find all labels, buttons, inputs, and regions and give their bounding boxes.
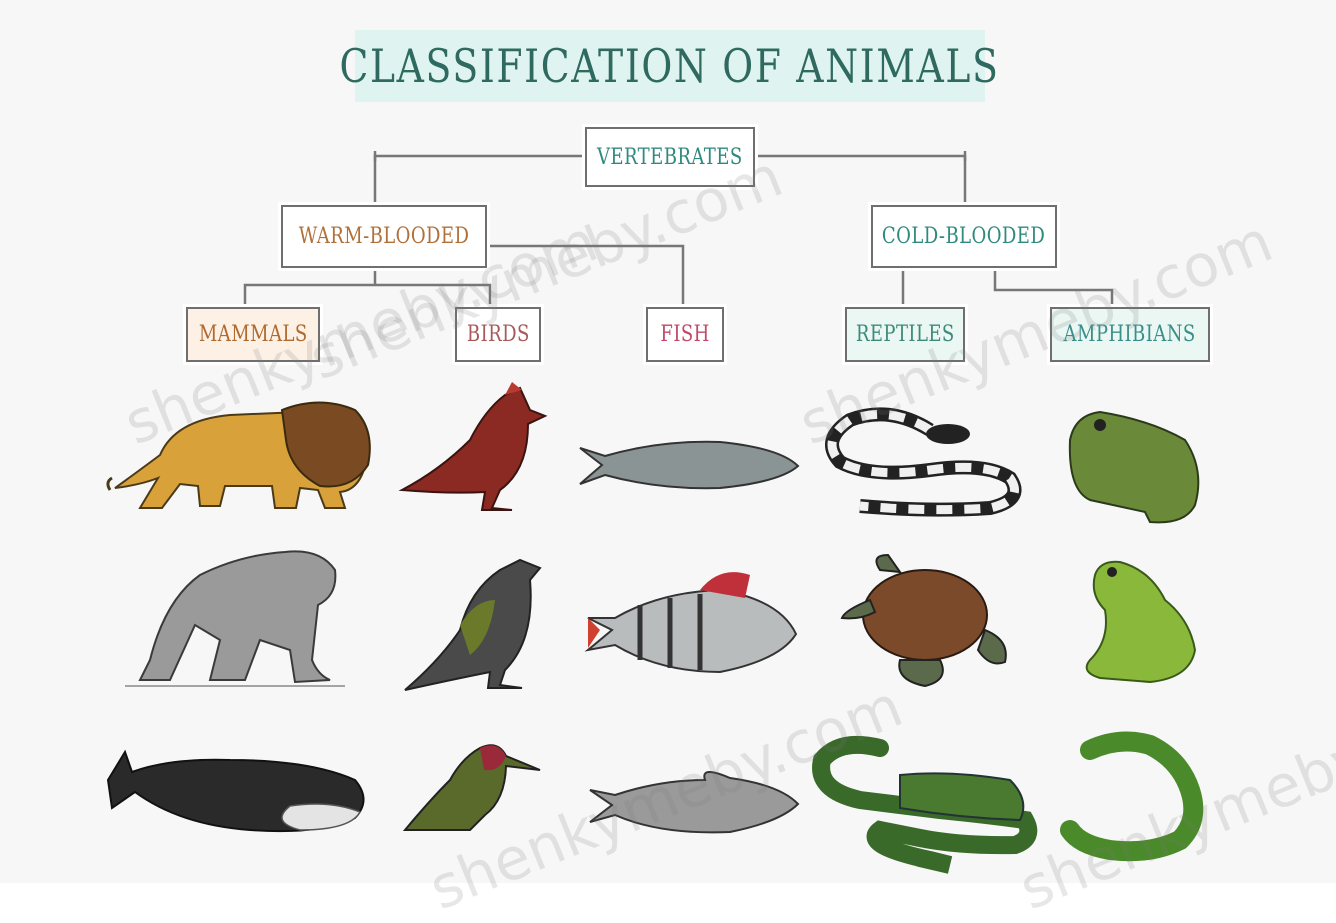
cod-illustration (590, 772, 798, 832)
lion-illustration (108, 403, 370, 509)
whale-illustration (108, 752, 364, 831)
toad-illustration (1070, 412, 1199, 522)
turtle-illustration (842, 555, 1006, 686)
animal-illustrations (0, 0, 1336, 883)
songbird-illustration (405, 560, 540, 690)
frog-illustration (1087, 562, 1195, 682)
crocodile-illustration (821, 745, 1028, 865)
snake-illustration (832, 414, 1015, 509)
chimpanzee-illustration (125, 551, 345, 686)
classification-diagram: CLASSIFICATION OF ANIMALS VERTEBRATES WA… (0, 0, 1336, 883)
perch-illustration (588, 572, 796, 672)
newt-illustration (1070, 738, 1193, 851)
mackerel-illustration (580, 442, 798, 488)
cardinal-illustration (402, 382, 545, 510)
hummingbird-illustration (405, 745, 540, 830)
